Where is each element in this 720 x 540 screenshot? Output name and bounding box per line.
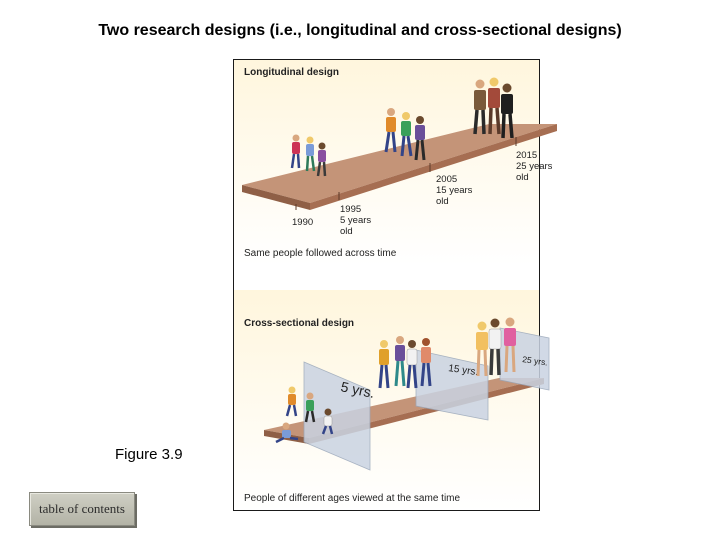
adult-group [473, 77, 514, 139]
teen-figure [384, 108, 397, 153]
child-figure-sitting [275, 422, 299, 444]
research-designs-figure: Longitudinal design 1990 1995 5 years ol… [233, 59, 557, 511]
cross-teen-group [378, 336, 432, 389]
teen-figure [378, 340, 390, 389]
milestone-age: 5 years [340, 215, 371, 226]
milestone-2005: 2005 15 years old [436, 174, 473, 207]
table-of-contents-button[interactable]: table of contents [29, 492, 135, 526]
child-figure [304, 392, 316, 423]
age-panel-label: 5 yrs. [339, 378, 376, 401]
age-panel-label: 15 yrs. [448, 363, 479, 378]
milestone-1995: 1995 5 years old [340, 204, 371, 237]
teen-figure [406, 340, 418, 389]
adult-figure [501, 83, 514, 139]
adult-figure [476, 321, 488, 377]
milestone-unit: old [516, 172, 529, 183]
start-year-label: 1990 [292, 217, 313, 228]
milestone-2015: 2015 25 years old [516, 150, 553, 183]
longitudinal-footer: Same people followed across time [244, 248, 397, 259]
adult-figure [488, 77, 501, 135]
child-figure [316, 142, 327, 177]
cross-children-group [275, 386, 334, 444]
milestone-year: 2005 [436, 174, 457, 185]
child-figure [285, 386, 298, 417]
age-panel-15: 15 yrs. [415, 349, 489, 421]
children-group [290, 134, 327, 177]
milestone-age: 15 years [436, 185, 473, 196]
milestone-year: 2015 [516, 150, 537, 161]
teen-figure [414, 116, 426, 161]
age-panel-5: 5 yrs. [303, 361, 376, 471]
longitudinal-timeline-road [242, 124, 557, 210]
child-figure [321, 408, 334, 435]
figure-illustration: Longitudinal design 1990 1995 5 years ol… [234, 60, 557, 510]
milestone-unit: old [436, 196, 449, 207]
teen-figure [400, 112, 413, 157]
teen-figure [420, 338, 432, 387]
adult-figure [504, 317, 516, 373]
milestone-age: 25 years [516, 161, 553, 172]
milestone-year: 1995 [340, 204, 361, 215]
adult-figure [488, 318, 502, 376]
longitudinal-heading: Longitudinal design [244, 67, 339, 78]
teen-group [384, 108, 426, 161]
child-figure [290, 134, 301, 169]
cross-sectional-footer: People of different ages viewed at the s… [244, 493, 460, 504]
slide-title: Two research designs (i.e., longitudinal… [98, 22, 622, 39]
age-panel-label: 25 yrs. [522, 354, 549, 367]
milestone-unit: old [340, 226, 353, 237]
adult-figure [473, 79, 486, 135]
cross-sectional-heading: Cross-sectional design [244, 318, 354, 329]
child-figure [305, 136, 316, 172]
figure-caption: Figure 3.9 [115, 446, 183, 463]
teen-figure [394, 336, 406, 387]
cross-adult-group [476, 317, 516, 377]
